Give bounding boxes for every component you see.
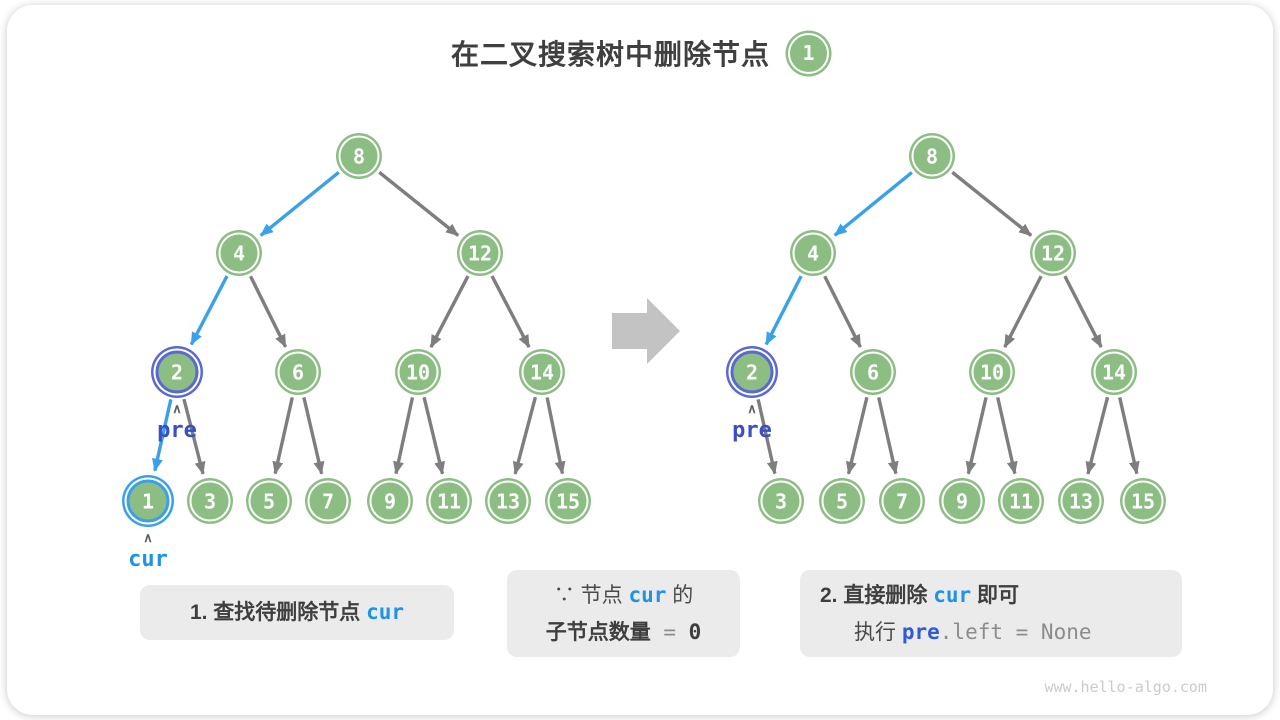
caption-segment: ∵ 节点 — [553, 583, 629, 607]
edge-right-6-7 — [877, 396, 899, 475]
caption-line: 1. 查找待删除节点 cur — [140, 594, 454, 631]
tree-node-left-15: 15 — [547, 480, 589, 522]
edge-left-6-7 — [302, 396, 325, 475]
caption-line: ∵ 节点 cur 的 — [507, 577, 740, 614]
caption-segment: 1. 查找待删除节点 — [189, 601, 367, 624]
edge-left-12-14 — [490, 275, 531, 349]
edge-left-14-15 — [545, 397, 566, 475]
edge-left-12-10 — [429, 275, 470, 349]
edge-right-12-10 — [1003, 275, 1043, 348]
edge-right-4-2 — [764, 275, 803, 346]
tree-node-left-14: 14 — [521, 351, 563, 393]
edge-left-10-9 — [393, 397, 415, 475]
tree-node-right-7: 7 — [881, 480, 923, 522]
pointer-caret-pre-right: ∧ — [747, 401, 757, 416]
edge-left-2-1 — [152, 398, 173, 472]
edge-left-6-5 — [272, 396, 294, 475]
caption-segment: 子节点数量 — [545, 620, 651, 644]
tree-node-right-4: 4 — [792, 232, 834, 274]
caption-line: 2. 直接删除 cur 即可 — [820, 577, 1182, 614]
edge-right-8-12 — [951, 170, 1033, 237]
edge-right-10-11 — [996, 396, 1018, 475]
edge-right-6-5 — [845, 396, 869, 475]
edge-left-14-13 — [512, 396, 538, 475]
edge-right-14-15 — [1118, 396, 1140, 475]
tree-node-left-9: 9 — [369, 480, 411, 522]
caption-segment: cur — [628, 582, 667, 607]
pointer-label-pre-right: pre — [732, 418, 772, 443]
step-number-badge: 1 — [788, 32, 829, 74]
caption-segment: 0 — [688, 619, 702, 644]
tree-node-left-5: 5 — [248, 480, 290, 522]
tree-node-right-12: 12 — [1032, 232, 1074, 274]
edge-left-8-4 — [259, 171, 340, 237]
caption-step2: 2. 直接删除 cur 即可执行 pre.left = None — [800, 570, 1182, 657]
tree-node-left-11: 11 — [428, 480, 470, 522]
edge-right-10-9 — [965, 396, 988, 475]
edge-left-8-12 — [378, 170, 460, 237]
caption-because: ∵ 节点 cur 的子节点数量 = 0 — [507, 570, 740, 657]
caption-segment: = — [650, 619, 689, 644]
edge-left-4-2 — [189, 275, 229, 346]
edge-right-12-14 — [1063, 275, 1103, 348]
right-block-arrow-icon — [612, 298, 680, 364]
tree-node-right-2: 2 — [730, 350, 774, 394]
page-title: 在二叉搜索树中删除节点 — [450, 39, 770, 70]
pointer-label-pre-left: pre — [157, 418, 197, 443]
edge-right-14-13 — [1085, 396, 1110, 475]
watermark-text: www.hello-algo.com — [1044, 678, 1207, 696]
tree-node-right-14: 14 — [1093, 351, 1135, 393]
tree-node-left-2: 2 — [155, 350, 199, 394]
pointer-label-cur-left: cur — [128, 547, 168, 572]
edge-right-8-4 — [833, 171, 913, 237]
caption-line: 执行 pre.left = None — [820, 614, 1182, 651]
tree-node-right-15: 15 — [1122, 480, 1164, 522]
caption-segment: 的 — [666, 583, 694, 607]
tree-node-right-5: 5 — [821, 480, 863, 522]
edge-right-4-6 — [823, 275, 862, 348]
tree-node-left-12: 12 — [459, 232, 501, 274]
caption-line: 子节点数量 = 0 — [507, 614, 740, 651]
tree-node-left-7: 7 — [307, 480, 349, 522]
caption-segment: cur — [366, 600, 405, 624]
pointer-caret-cur-left: ∧ — [143, 530, 153, 545]
edge-left-2-3 — [182, 398, 206, 475]
tree-node-left-13: 13 — [487, 480, 529, 522]
pointer-caret-pre-left: ∧ — [172, 401, 182, 416]
caption-segment: 执行 — [854, 620, 902, 644]
caption-segment: 即可 — [971, 583, 1019, 607]
caption-segment: pre — [901, 619, 940, 644]
tree-node-right-9: 9 — [941, 480, 983, 522]
title-row: 在二叉搜索树中删除节点 1 — [0, 28, 1280, 78]
edge-right-2-3 — [756, 398, 778, 475]
tree-node-left-4: 4 — [218, 232, 260, 274]
tree-node-right-8: 8 — [911, 135, 953, 177]
caption-segment: 2. 直接删除 — [820, 583, 934, 607]
caption-segment: .left = None — [939, 619, 1092, 644]
edge-left-10-11 — [422, 396, 446, 475]
tree-node-left-6: 6 — [277, 351, 319, 393]
tree-node-left-1: 1 — [126, 479, 170, 523]
caption-segment: cur — [933, 582, 972, 607]
tree-node-right-11: 11 — [1000, 480, 1042, 522]
caption-step1: 1. 查找待删除节点 cur — [140, 585, 454, 640]
tree-node-right-3: 3 — [760, 480, 802, 522]
tree-node-left-10: 10 — [397, 351, 439, 393]
tree-node-left-8: 8 — [338, 135, 380, 177]
tree-node-right-10: 10 — [971, 351, 1013, 393]
edge-left-4-6 — [249, 275, 288, 348]
tree-node-left-3: 3 — [189, 480, 231, 522]
tree-node-right-13: 13 — [1060, 480, 1102, 522]
tree-node-right-6: 6 — [852, 351, 894, 393]
